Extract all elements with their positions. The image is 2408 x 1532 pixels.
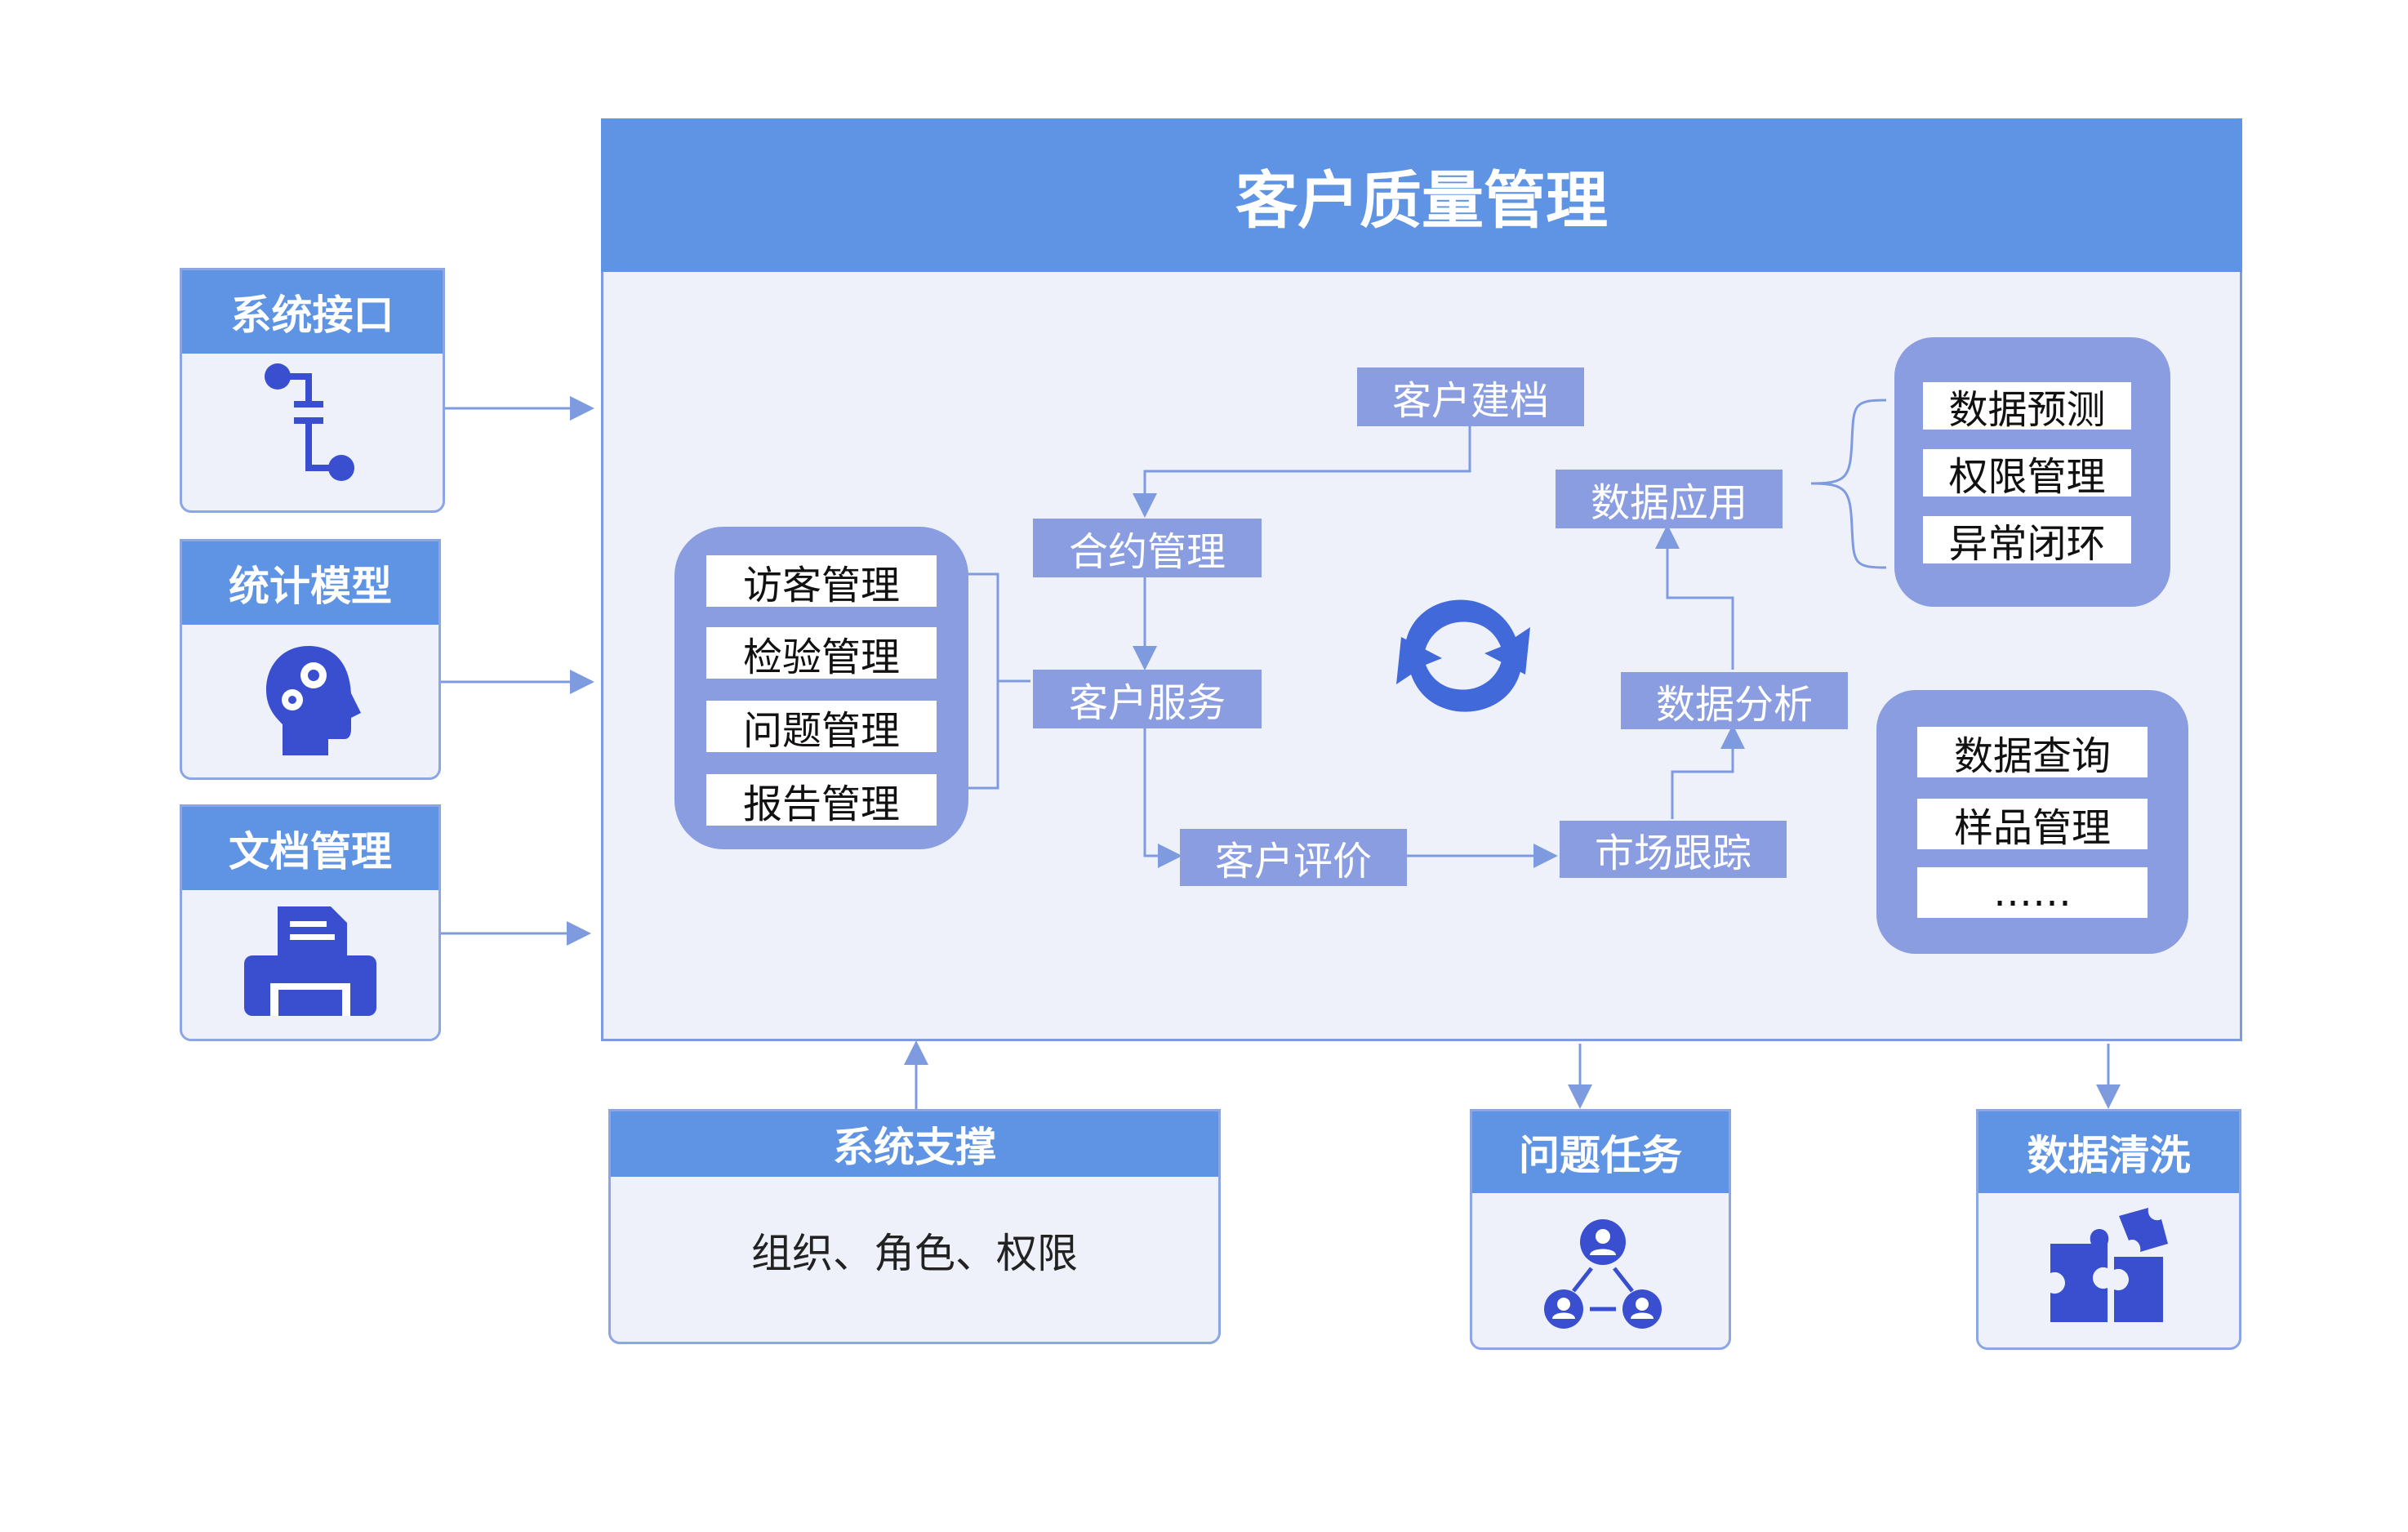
main-title: 客户质量管理 xyxy=(601,118,2242,272)
customer-service-box[interactable]: 客户服务 xyxy=(1033,670,1262,728)
report-management-item[interactable]: 报告管理 xyxy=(706,774,937,827)
card-issue-tasks[interactable]: 问题任务 xyxy=(1470,1109,1731,1350)
data-analysis-box[interactable]: 数据分析 xyxy=(1621,672,1848,729)
card-title: 问题任务 xyxy=(1472,1111,1729,1193)
issue-management-item[interactable]: 问题管理 xyxy=(706,701,937,754)
connection-icon xyxy=(265,363,354,481)
card-title: 文档管理 xyxy=(182,807,438,890)
card-document-management[interactable]: 文档管理 xyxy=(180,804,441,1041)
card-data-cleaning[interactable]: 数据清洗 xyxy=(1976,1109,2241,1350)
refresh-icon xyxy=(1396,599,1530,712)
customer-evaluation-box[interactable]: 客户评价 xyxy=(1180,829,1407,886)
card-system-support[interactable]: 系统支撑 组织、角色、权限 xyxy=(608,1109,1221,1344)
card-statistical-model[interactable]: 统计模型 xyxy=(180,539,441,780)
data-query-item[interactable]: 数据查询 xyxy=(1917,727,2148,779)
card-title: 系统接口 xyxy=(182,270,443,354)
data-application-box[interactable]: 数据应用 xyxy=(1556,470,1783,528)
data-prediction-item[interactable]: 数据预测 xyxy=(1923,382,2131,433)
card-title: 系统支撑 xyxy=(611,1111,1218,1177)
permission-management-item[interactable]: 权限管理 xyxy=(1923,449,2131,500)
more-item[interactable]: …… xyxy=(1917,867,2148,918)
head-gears-icon xyxy=(266,646,361,755)
market-tracking-box[interactable]: 市场跟踪 xyxy=(1560,821,1787,878)
sample-management-item[interactable]: 样品管理 xyxy=(1917,799,2148,851)
exception-loop-item[interactable]: 异常闭环 xyxy=(1923,516,2131,567)
team-network-icon xyxy=(1544,1219,1662,1329)
printer-icon xyxy=(244,906,376,1016)
visitor-management-item[interactable]: 访客管理 xyxy=(706,555,937,608)
customer-archive-box[interactable]: 客户建档 xyxy=(1357,367,1584,426)
system-support-text: 组织、角色、权限 xyxy=(751,1230,1078,1277)
card-title: 数据清洗 xyxy=(1978,1111,2239,1193)
card-system-interface[interactable]: 系统接口 xyxy=(180,268,445,513)
contract-management-box[interactable]: 合约管理 xyxy=(1033,519,1262,577)
card-title: 统计模型 xyxy=(182,541,438,625)
inspection-management-item[interactable]: 检验管理 xyxy=(706,627,937,680)
puzzle-icon xyxy=(2050,1208,2168,1322)
